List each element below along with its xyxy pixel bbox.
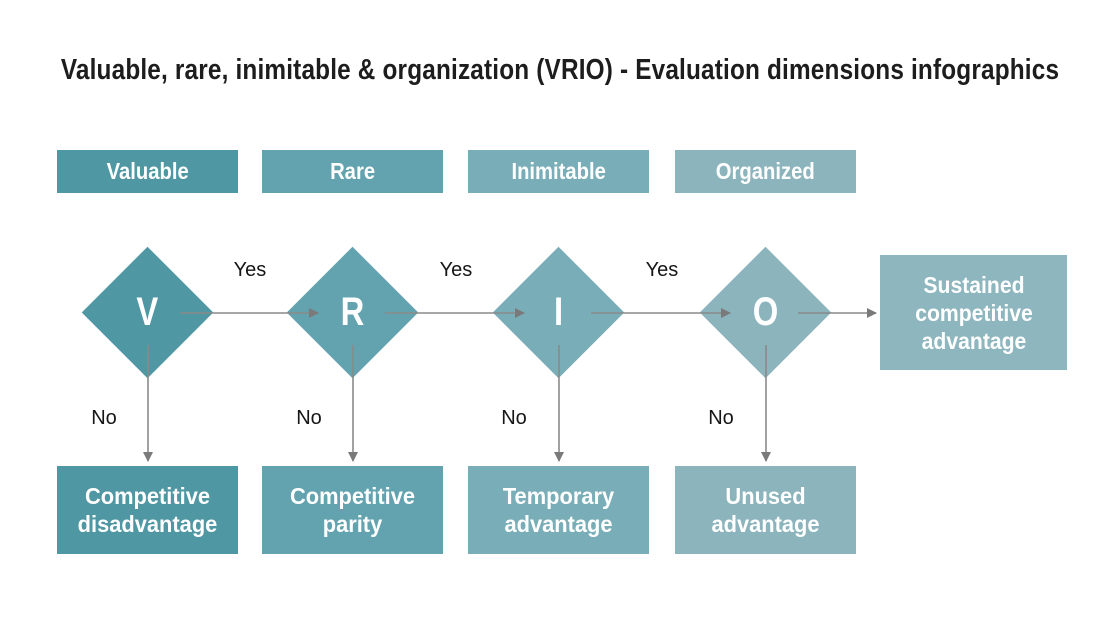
diamond-inner: O <box>719 266 812 359</box>
page-title: Valuable, rare, inimitable & organizatio… <box>60 54 1060 86</box>
diamond-inner: I <box>512 266 605 359</box>
outcome-label: Competitive parity <box>289 483 416 537</box>
diamond-i: I <box>492 246 625 379</box>
final-label: Sustained competitive advantage <box>914 271 1033 354</box>
header-label: Valuable <box>106 158 189 184</box>
no-label: No <box>708 407 734 429</box>
yes-label: Yes <box>233 259 267 281</box>
yes-label: Yes <box>645 259 679 281</box>
header-label: Rare <box>329 158 376 184</box>
yes-label: Yes <box>439 259 473 281</box>
diamond-letter: I <box>553 290 564 334</box>
diamond-r: R <box>286 246 419 379</box>
diamond-inner: V <box>101 266 194 359</box>
no-label: No <box>501 407 527 429</box>
final-box-sustained-competitive-advantage: Sustained competitive advantage <box>880 255 1067 370</box>
header-label: Organized <box>716 158 815 184</box>
outcome-label: Unused advantage <box>711 483 820 537</box>
outcome-label: Temporary advantage <box>502 483 615 537</box>
diamond-letter: V <box>136 290 159 334</box>
diamond-letter: O <box>752 290 779 334</box>
header-box-rare: Rare <box>262 150 443 193</box>
header-box-organized: Organized <box>675 150 856 193</box>
outcome-box-competitive-parity: Competitive parity <box>262 466 443 554</box>
outcome-box-temporary-advantage: Temporary advantage <box>468 466 649 554</box>
header-box-valuable: Valuable <box>57 150 238 193</box>
header-label: Inimitable <box>511 158 606 184</box>
diamond-inner: R <box>306 266 399 359</box>
no-label: No <box>91 407 117 429</box>
diamond-v: V <box>81 246 214 379</box>
no-label: No <box>296 407 322 429</box>
outcome-box-unused-advantage: Unused advantage <box>675 466 856 554</box>
outcome-label: Competitive disadvantage <box>77 483 218 537</box>
diamond-o: O <box>699 246 832 379</box>
diamond-letter: R <box>340 290 365 334</box>
header-box-inimitable: Inimitable <box>468 150 649 193</box>
outcome-box-competitive-disadvantage: Competitive disadvantage <box>57 466 238 554</box>
